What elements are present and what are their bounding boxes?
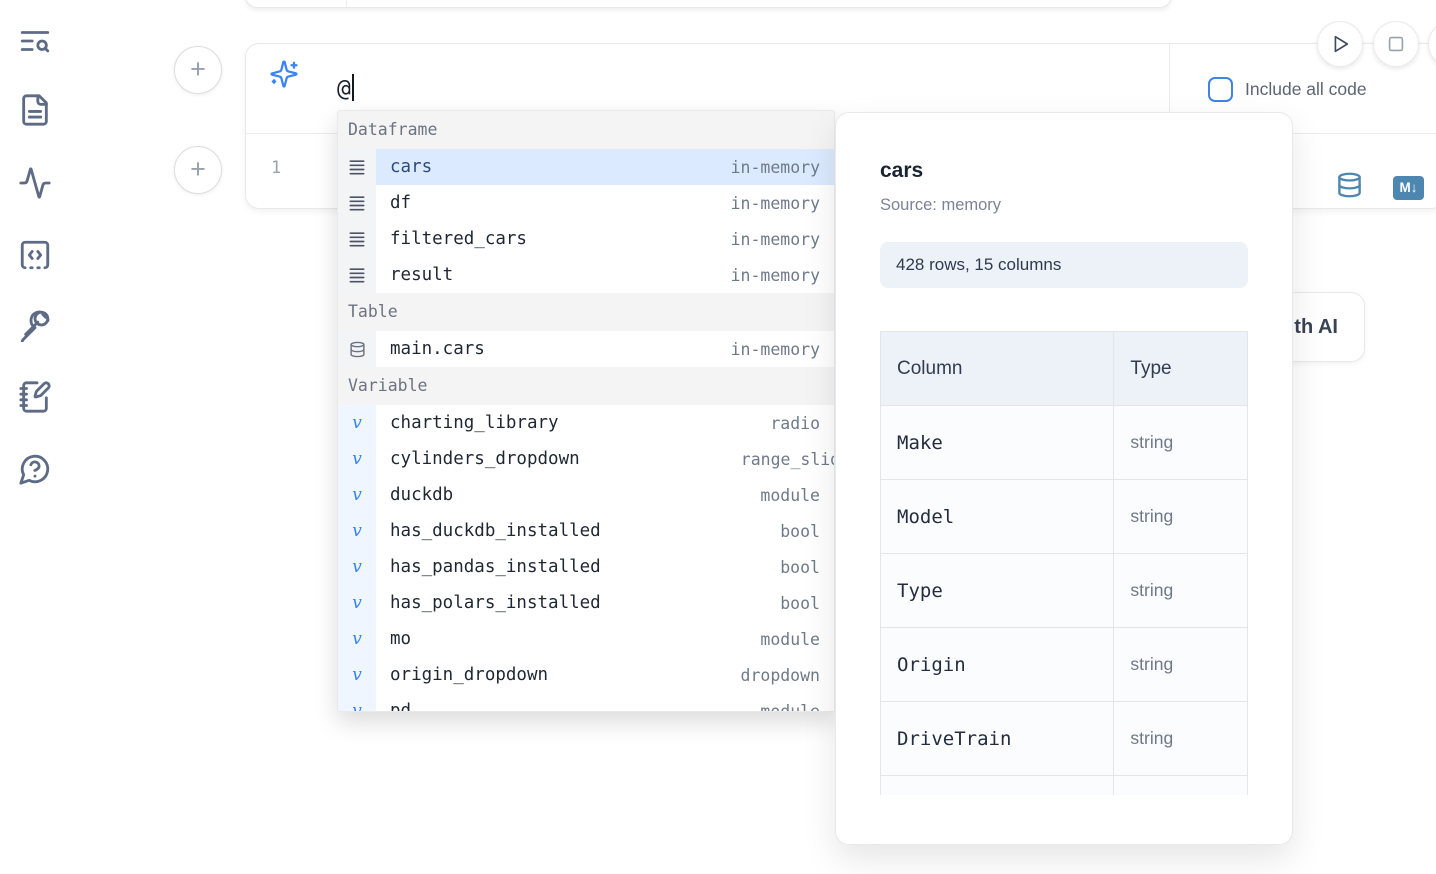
text-caret — [351, 74, 354, 101]
dataframe-icon — [338, 185, 376, 221]
variable-icon: v — [338, 693, 376, 711]
variable-icon: v — [338, 513, 376, 549]
list-search-icon[interactable] — [18, 24, 54, 60]
table-database-icon — [338, 331, 376, 367]
markdown-icon[interactable]: M↓ — [1393, 175, 1424, 200]
dataframe-icon — [338, 149, 376, 185]
datasource-preview-popup: cars Source: memory 428 rows, 15 columns… — [835, 112, 1293, 845]
type-header: Type — [1113, 331, 1248, 406]
stop-button[interactable] — [1373, 21, 1419, 67]
ai-prompt-input[interactable]: @ — [337, 74, 354, 102]
table-row: Type string — [880, 553, 1248, 628]
divider — [1169, 44, 1170, 134]
sidebar — [0, 0, 72, 874]
code-editor-row[interactable]: 1 — [246, 134, 1436, 209]
table-header-row: Column Type — [880, 331, 1248, 406]
key-icon[interactable] — [18, 308, 54, 344]
add-cell-button-top[interactable]: + — [174, 46, 222, 94]
typed-text: @ — [337, 76, 351, 102]
activity-icon[interactable] — [18, 166, 54, 202]
column-header: Column — [880, 331, 1115, 406]
previous-cell-edge — [245, 0, 1172, 8]
run-cell-button[interactable] — [1317, 21, 1363, 67]
variable-icon: v — [338, 477, 376, 513]
database-icon[interactable] — [1336, 170, 1363, 205]
preview-title: cars — [880, 159, 924, 182]
table-row: Origin string — [880, 627, 1248, 702]
snippets-icon[interactable] — [18, 238, 54, 274]
variable-icon: v — [338, 549, 376, 585]
add-cell-button-bottom[interactable]: + — [174, 146, 222, 194]
section-header-dataframe: Dataframe — [338, 111, 834, 149]
shape-badge: 428 rows, 15 columns — [880, 242, 1248, 288]
dataframe-icon — [338, 221, 376, 257]
variable-icon: v — [338, 585, 376, 621]
variable-icon: v — [338, 621, 376, 657]
section-header-variable: Variable — [338, 367, 834, 405]
scratchpad-icon[interactable] — [18, 380, 54, 416]
include-all-code-checkbox[interactable] — [1208, 77, 1233, 102]
include-all-code-label: Include all code — [1245, 79, 1367, 99]
table-row-partial — [880, 775, 1248, 795]
table-row: Model string — [880, 479, 1248, 554]
preview-source: Source: memory — [880, 196, 1002, 214]
file-text-icon[interactable] — [18, 93, 54, 129]
variable-icon: v — [338, 657, 376, 693]
table-row: Make string — [880, 405, 1248, 480]
dataframe-icon — [338, 257, 376, 293]
variable-icon: v — [338, 405, 376, 441]
help-icon[interactable] — [18, 452, 54, 488]
table-row: DriveTrain string — [880, 701, 1248, 776]
line-number: 1 — [271, 158, 282, 178]
variable-icon: v — [338, 441, 376, 477]
sparkles-icon — [269, 59, 299, 89]
schema-table-wrap: Column Type Make string Model string Typ… — [880, 331, 1248, 795]
schema-table: Column Type Make string Model string Typ… — [880, 331, 1248, 795]
cell-divider — [346, 0, 347, 7]
section-header-table: Table — [338, 293, 834, 331]
